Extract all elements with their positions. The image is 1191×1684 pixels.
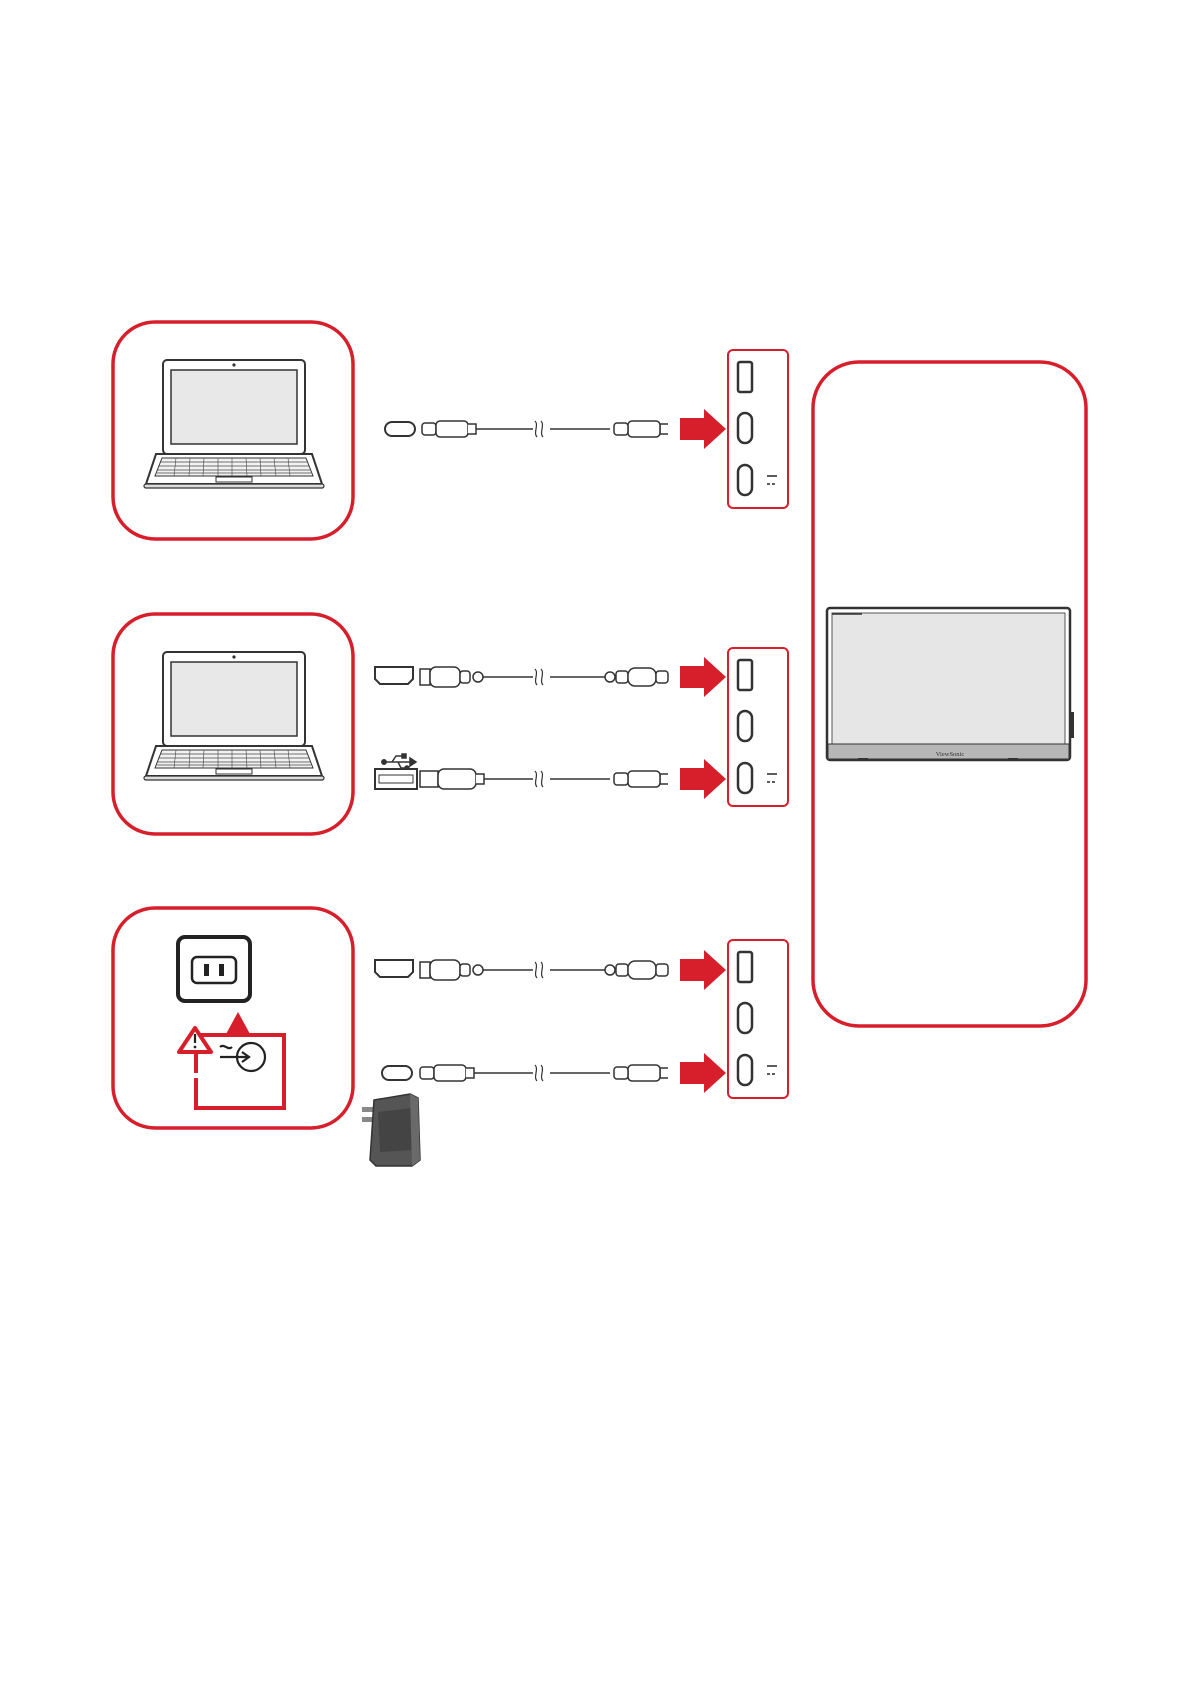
usb-a-cable (375, 754, 668, 789)
wall-outlet-icon (178, 937, 250, 1001)
mini-hdmi-cable (375, 667, 668, 687)
monitor-port-panel (728, 648, 788, 806)
usb-c-connector-icon (382, 1066, 412, 1080)
mini-hdmi-cable (375, 960, 668, 980)
row-1-usb-c-connection (113, 322, 788, 539)
red-arrow-icon (680, 759, 726, 799)
usb-c-cable (385, 421, 668, 437)
red-arrow-icon (680, 657, 726, 697)
usb-c-power-port-icon (738, 763, 752, 793)
usb-c-port-icon (738, 413, 752, 443)
row-2-hdmi-usb-connection (113, 614, 788, 834)
usb-c-port-icon (738, 711, 752, 741)
usb-c-connector-icon (385, 422, 415, 436)
usb-c-power-port-icon (738, 465, 752, 495)
mini-hdmi-port-icon (738, 952, 752, 982)
mini-hdmi-port-icon (738, 660, 752, 690)
hdmi-connector-icon (375, 960, 413, 977)
monitor-port-panel (728, 350, 788, 508)
usb-c-power-cable (382, 1065, 668, 1081)
red-arrow-icon (680, 409, 726, 449)
portable-monitor-panel: ViewSonic (813, 362, 1086, 1026)
red-arrow-icon (680, 1053, 726, 1093)
monitor-port-panel (728, 940, 788, 1098)
usb-c-power-port-icon (738, 1055, 752, 1085)
portable-monitor-icon: ViewSonic (827, 608, 1074, 761)
usb-symbol-icon (382, 754, 416, 770)
mini-hdmi-port-icon (738, 362, 752, 392)
laptop-icon (144, 360, 324, 488)
hdmi-connector-icon (375, 667, 413, 684)
row-3-power-connection (113, 908, 788, 1166)
laptop-icon (144, 652, 324, 780)
monitor-brand-label: ViewSonic (936, 751, 965, 758)
usb-c-port-icon (738, 1003, 752, 1033)
power-adapter-icon (362, 1094, 420, 1166)
red-arrow-icon (680, 950, 726, 990)
